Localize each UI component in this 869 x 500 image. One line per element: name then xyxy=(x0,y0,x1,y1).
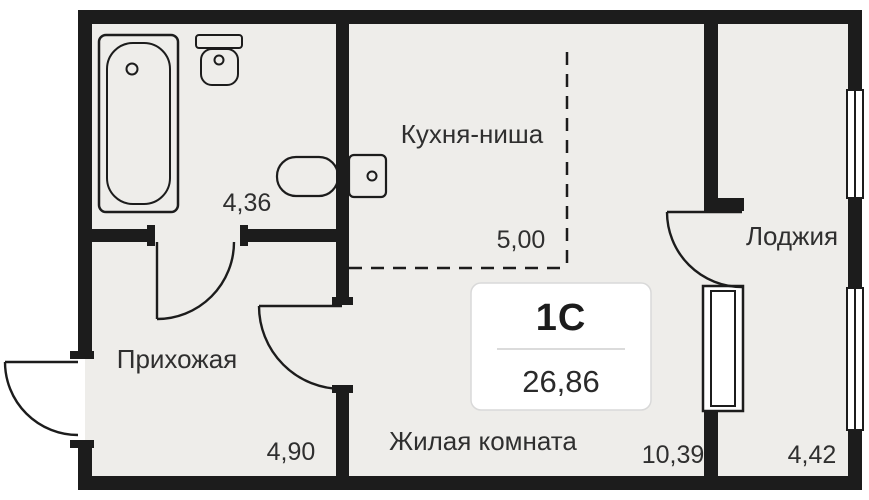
bathroom-area: 4,36 xyxy=(223,189,272,217)
outer-walls xyxy=(78,10,862,490)
wall-right-3 xyxy=(848,430,862,490)
wall-bathroom-south-left xyxy=(92,229,155,242)
wall-hall-living-lower xyxy=(336,388,349,476)
room-labels: Кухня-ниша 5,00 4,36 Прихожая 4,90 Жилая… xyxy=(117,119,838,469)
kitchen-sink-icon xyxy=(347,153,388,199)
info-card: 1С 26,86 xyxy=(470,282,652,411)
balcony-unit-outer xyxy=(701,284,745,413)
living-room-area: 10,39 xyxy=(642,441,705,469)
kitchen-dashed-boundary xyxy=(349,52,569,270)
loggia-area: 4,42 xyxy=(788,441,837,469)
wall-hall-living-upper xyxy=(336,242,349,304)
kitchen-area: 5,00 xyxy=(497,226,546,254)
toilet-bowl-icon xyxy=(200,48,239,86)
kitchen-sink-drain-icon xyxy=(366,170,378,182)
wall-top xyxy=(78,10,862,24)
info-card-bg xyxy=(470,282,652,411)
bathtub-inner xyxy=(106,42,171,205)
door-jamb xyxy=(70,440,94,448)
wall-bathroom-east xyxy=(336,24,349,242)
door-jamb xyxy=(332,385,353,393)
loggia-windows xyxy=(846,89,864,431)
loggia-door-arc xyxy=(665,211,743,289)
bathtub-drain-icon xyxy=(125,62,139,76)
floor-area xyxy=(85,17,855,483)
wall-right-1 xyxy=(848,10,862,90)
wall-bottom xyxy=(78,476,862,490)
door-jamb xyxy=(70,351,94,359)
toilet-flush-icon xyxy=(213,54,225,66)
unit-type-label: 1С xyxy=(536,297,587,339)
kitchen-label: Кухня-ниша xyxy=(401,119,544,149)
door-jamb xyxy=(240,225,248,246)
bathtub-icon xyxy=(97,33,180,214)
wall-right-2 xyxy=(848,198,862,288)
doors xyxy=(3,210,743,437)
door-jamb xyxy=(147,225,155,246)
total-area-label: 26,86 xyxy=(522,364,600,399)
hallway-label: Прихожая xyxy=(117,344,237,374)
balcony-window-unit xyxy=(701,284,745,413)
balcony-unit-inner xyxy=(710,290,736,407)
hallway-area: 4,90 xyxy=(267,438,316,466)
door-jamb xyxy=(332,297,353,305)
living-room-label: Жилая комната xyxy=(389,426,577,456)
fixtures xyxy=(97,33,388,214)
entry-door-arc xyxy=(3,361,79,437)
wall-left-upper xyxy=(78,10,92,358)
wall-loggia-door-stub xyxy=(704,198,744,211)
loggia-label: Лоджия xyxy=(746,221,838,251)
bathroom-door-arc xyxy=(156,241,236,321)
living-room-door-arc xyxy=(257,305,343,391)
interior-walls xyxy=(70,24,744,476)
wall-living-loggia-lower xyxy=(704,410,718,476)
sink-icon xyxy=(275,155,340,198)
wall-bathroom-south-right xyxy=(240,229,349,242)
wall-living-loggia-upper xyxy=(704,24,718,198)
